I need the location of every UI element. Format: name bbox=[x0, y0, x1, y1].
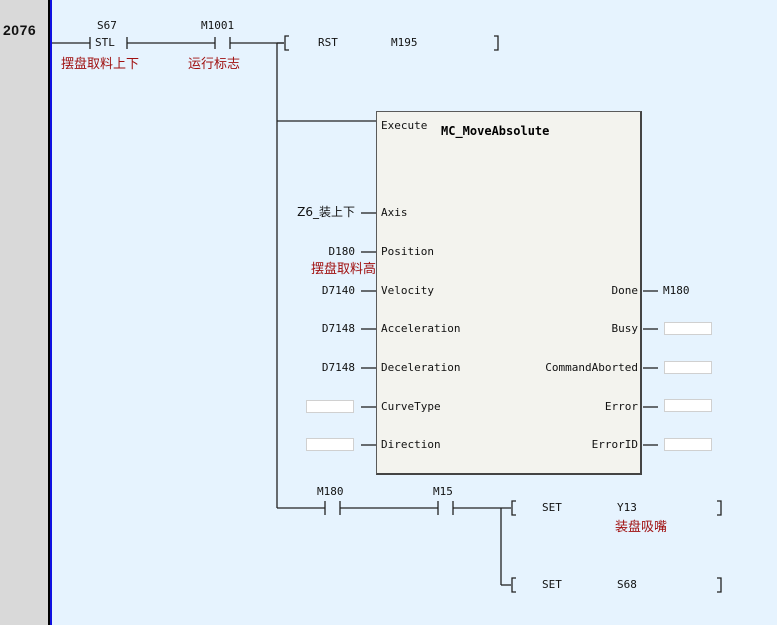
m180-contact-address[interactable]: M180 bbox=[317, 485, 344, 498]
stl-contact-type: STL bbox=[95, 36, 115, 49]
set-y13-op[interactable]: SET bbox=[542, 501, 562, 514]
set-s68-left-bracket bbox=[511, 577, 516, 593]
fb-input-position-comment: 摆盘取料高 bbox=[310, 262, 376, 277]
rst-instruction-operand[interactable]: M195 bbox=[391, 36, 418, 49]
set-y13-left-bracket bbox=[511, 500, 516, 516]
fb-input-velocity-value[interactable]: D7140 bbox=[321, 284, 355, 297]
fb-pin-acceleration: Acceleration bbox=[381, 322, 461, 335]
m1001-contact-comment: 运行标志 bbox=[188, 57, 241, 72]
fb-output-errorid-field[interactable] bbox=[664, 438, 712, 451]
fb-pin-curvetype: CurveType bbox=[381, 400, 441, 413]
stl-contact-address[interactable]: S67 bbox=[97, 19, 117, 32]
fb-title: MC_MoveAbsolute bbox=[441, 124, 550, 138]
fb-pin-error: Error bbox=[604, 400, 638, 413]
fb-input-axis-value[interactable]: Z6_装上下 bbox=[297, 205, 355, 219]
fb-output-error-field[interactable] bbox=[664, 399, 712, 412]
rst-left-bracket bbox=[284, 35, 289, 51]
fb-pin-axis: Axis bbox=[381, 206, 408, 219]
m1001-contact-address[interactable]: M1001 bbox=[201, 19, 235, 32]
fb-input-position-value[interactable]: D180 bbox=[328, 245, 356, 258]
set-y13-comment: 装盘吸嘴 bbox=[615, 520, 668, 535]
set-s68-operand[interactable]: S68 bbox=[617, 578, 637, 591]
set-s68-op[interactable]: SET bbox=[542, 578, 562, 591]
set-y13-right-bracket bbox=[717, 500, 722, 516]
fb-input-direction-field[interactable] bbox=[306, 438, 354, 451]
set-s68-right-bracket bbox=[717, 577, 722, 593]
stl-contact-comment: 摆盘取料上下 bbox=[61, 57, 140, 72]
fb-output-busy-field[interactable] bbox=[664, 322, 712, 335]
fb-pin-deceleration: Deceleration bbox=[381, 361, 461, 374]
fb-pin-done: Done bbox=[611, 284, 639, 297]
fb-input-acceleration-value[interactable]: D7148 bbox=[321, 322, 355, 335]
set-y13-operand[interactable]: Y13 bbox=[617, 501, 637, 514]
fb-pin-errorid: ErrorID bbox=[591, 438, 638, 451]
fb-pin-velocity: Velocity bbox=[381, 284, 434, 297]
rung-selection-marker bbox=[50, 0, 52, 625]
fb-pin-commandaborted: CommandAborted bbox=[545, 361, 638, 374]
fb-input-deceleration-value[interactable]: D7148 bbox=[321, 361, 355, 374]
rst-right-bracket bbox=[494, 35, 499, 51]
fb-pin-position: Position bbox=[381, 245, 434, 258]
mc-moveabsolute-block[interactable] bbox=[376, 111, 642, 475]
fb-output-commandaborted-field[interactable] bbox=[664, 361, 712, 374]
fb-pin-busy: Busy bbox=[611, 322, 639, 335]
rung-number-gutter: 2076 bbox=[0, 0, 48, 625]
rst-instruction-op[interactable]: RST bbox=[318, 36, 338, 49]
left-power-rail bbox=[48, 0, 50, 625]
rung-number: 2076 bbox=[3, 22, 37, 38]
fb-input-curvetype-field[interactable] bbox=[306, 400, 354, 413]
fb-pin-direction: Direction bbox=[381, 438, 441, 451]
m15-contact-address[interactable]: M15 bbox=[433, 485, 453, 498]
fb-output-done-value[interactable]: M180 bbox=[663, 284, 690, 297]
fb-execute-pin: Execute bbox=[381, 119, 428, 132]
